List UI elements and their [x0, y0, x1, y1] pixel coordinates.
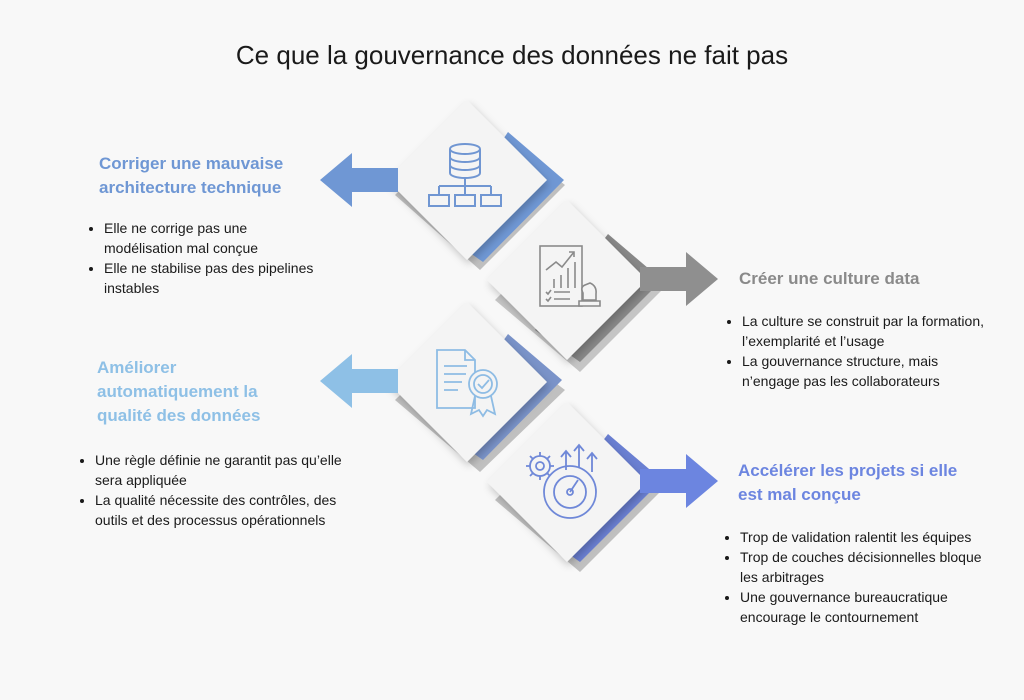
database-hierarchy-icon — [428, 143, 502, 207]
arrow-right-gray — [640, 252, 718, 306]
arrow-right-blue-4 — [640, 454, 718, 508]
arrow-left-blue-3 — [320, 354, 398, 408]
item-2-bullets: La culture se construit par la formation… — [722, 311, 992, 391]
certificate-document-icon — [436, 349, 498, 418]
step-1-diamond — [387, 100, 565, 270]
item-3-bullet-2: La qualité nécessite des contrôles, des … — [95, 490, 355, 530]
report-chess-strategy-icon — [539, 245, 601, 307]
item-1-bullet-2: Elle ne stabilise pas des pipelines inst… — [104, 258, 314, 298]
step-3-diamond — [387, 302, 565, 472]
item-4-bullet-2: Trop de couches décisionnelles bloque le… — [740, 547, 990, 587]
step-2-card — [487, 200, 647, 360]
step-1-arrow — [320, 153, 398, 207]
item-4-bullets: Trop de validation ralentit les équipes … — [720, 527, 990, 627]
item-4-bullet-1: Trop de validation ralentit les équipes — [740, 527, 990, 547]
item-4-heading: Accélérer les projets si elle est mal co… — [738, 461, 958, 504]
item-3-bullets: Une règle définie ne garantit pas qu’ell… — [75, 450, 355, 530]
step-1-card — [387, 100, 547, 260]
item-2-heading: Créer une culture data — [739, 269, 920, 288]
arrow-left-blue-1 — [320, 153, 398, 207]
item-3-bullet-1: Une règle définie ne garantit pas qu’ell… — [95, 450, 355, 490]
gear-speedometer-icon — [526, 443, 598, 519]
step-2-arrow — [640, 252, 718, 306]
item-1-bullet-1: Elle ne corrige pas une modélisation mal… — [104, 218, 314, 258]
item-2-bullet-1: La culture se construit par la formation… — [742, 311, 992, 351]
step-3-card — [387, 302, 547, 462]
step-2-diamond — [487, 200, 662, 372]
step-4-arrow — [640, 454, 718, 508]
item-1-bullets: Elle ne corrige pas une modélisation mal… — [84, 218, 314, 298]
item-4-bullet-3: Une gouvernance bureaucratique encourage… — [740, 587, 990, 627]
item-3-heading: Améliorer automatiquement la qualité des… — [97, 358, 261, 425]
item-1-heading: Corriger une mauvaise architecture techn… — [99, 154, 284, 197]
page-title: Ce que la gouvernance des données ne fai… — [235, 40, 789, 70]
step-4-diamond — [487, 402, 662, 572]
item-2-bullet-2: La gouvernance structure, mais n’engage … — [742, 351, 992, 391]
step-3-arrow — [320, 354, 398, 408]
